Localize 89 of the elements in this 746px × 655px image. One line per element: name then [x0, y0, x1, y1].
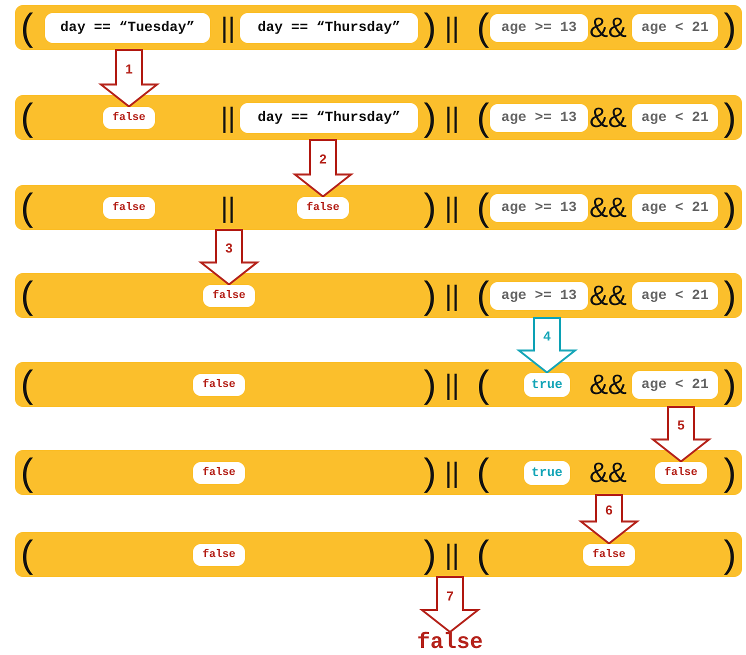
expression-chip: age < 21: [632, 194, 718, 222]
code-symbol: ||: [444, 14, 460, 42]
code-symbol: ): [424, 366, 436, 404]
block-arrow: [292, 139, 354, 198]
step-number: 1: [125, 62, 133, 76]
code-symbol: ): [424, 536, 436, 574]
value-chip: false: [103, 196, 155, 218]
block-arrow: [578, 494, 640, 545]
code-symbol: ||: [220, 104, 236, 132]
code-symbol: ): [724, 366, 736, 404]
code-symbol: ): [424, 276, 436, 314]
expression-chip: day == “Thursday”: [240, 102, 418, 132]
code-symbol: &&: [589, 194, 627, 222]
code-symbol: (: [476, 98, 490, 136]
code-symbol: (: [20, 8, 34, 46]
code-symbol: &&: [589, 104, 627, 132]
code-symbol: ): [424, 8, 436, 46]
code-symbol: (: [20, 366, 34, 404]
expression-chip: age >= 13: [490, 14, 588, 42]
code-symbol: (: [20, 276, 34, 314]
code-symbol: (: [476, 276, 490, 314]
code-symbol: ): [724, 454, 736, 492]
code-symbol: ): [724, 188, 736, 226]
code-symbol: ||: [444, 458, 460, 486]
step-number: 6: [605, 504, 613, 517]
expression-bar: [15, 185, 742, 230]
code-symbol: ): [724, 276, 736, 314]
expression-bar: [15, 362, 742, 407]
block-arrow: [198, 229, 260, 286]
step-number: 7: [446, 589, 454, 602]
value-chip: true: [524, 460, 570, 484]
code-symbol: (: [476, 8, 490, 46]
value-chip: false: [193, 462, 245, 484]
code-symbol: ||: [444, 194, 460, 222]
code-symbol: ): [724, 8, 736, 46]
block-arrow: [98, 49, 160, 108]
code-symbol: (: [476, 366, 490, 404]
expression-bar: [15, 5, 742, 50]
value-chip: true: [524, 372, 570, 396]
value-chip: false: [583, 544, 635, 566]
expression-chip: age < 21: [632, 14, 718, 42]
code-symbol: (: [20, 454, 34, 492]
result-text: false: [417, 632, 483, 654]
expression-chip: age < 21: [632, 282, 718, 310]
step-number: 5: [677, 418, 685, 432]
block-arrow: [419, 576, 481, 634]
code-symbol: &&: [589, 14, 627, 42]
value-chip: false: [193, 544, 245, 566]
code-symbol: ): [424, 454, 436, 492]
expression-chip: age < 21: [632, 370, 718, 398]
code-symbol: (: [20, 98, 34, 136]
value-chip: false: [103, 106, 155, 128]
step-number: 4: [543, 330, 551, 343]
expression-chip: day == “Tuesday”: [45, 12, 210, 42]
code-symbol: &&: [589, 458, 627, 486]
code-symbol: ): [724, 536, 736, 574]
code-symbol: ||: [220, 14, 236, 42]
code-symbol: (: [20, 536, 34, 574]
code-symbol: (: [476, 454, 490, 492]
code-symbol: (: [476, 536, 490, 574]
block-arrow: [650, 406, 712, 463]
code-symbol: ||: [444, 282, 460, 310]
value-chip: false: [655, 462, 707, 484]
expression-chip: age >= 13: [490, 282, 588, 310]
code-symbol: ||: [220, 194, 236, 222]
expression-chip: age < 21: [632, 104, 718, 132]
value-chip: false: [297, 196, 349, 218]
code-symbol: ): [424, 98, 436, 136]
code-symbol: ): [424, 188, 436, 226]
expression-chip: age >= 13: [490, 104, 588, 132]
expression-bar: [15, 273, 742, 318]
code-symbol: &&: [589, 282, 627, 310]
block-arrow: [516, 317, 578, 374]
value-chip: false: [193, 374, 245, 396]
step-number: 3: [225, 242, 233, 255]
code-symbol: ||: [444, 370, 460, 398]
code-symbol: ): [724, 98, 736, 136]
code-symbol: (: [20, 188, 34, 226]
expression-bar: [15, 450, 742, 495]
code-symbol: ||: [444, 540, 460, 568]
expression-bar: [15, 95, 742, 140]
code-symbol: (: [476, 188, 490, 226]
code-symbol: &&: [589, 370, 627, 398]
expression-chip: day == “Thursday”: [240, 12, 418, 42]
value-chip: false: [203, 284, 255, 306]
code-symbol: ||: [444, 104, 460, 132]
expression-chip: age >= 13: [490, 194, 588, 222]
step-number: 2: [319, 152, 327, 166]
expression-bar: [15, 532, 742, 577]
